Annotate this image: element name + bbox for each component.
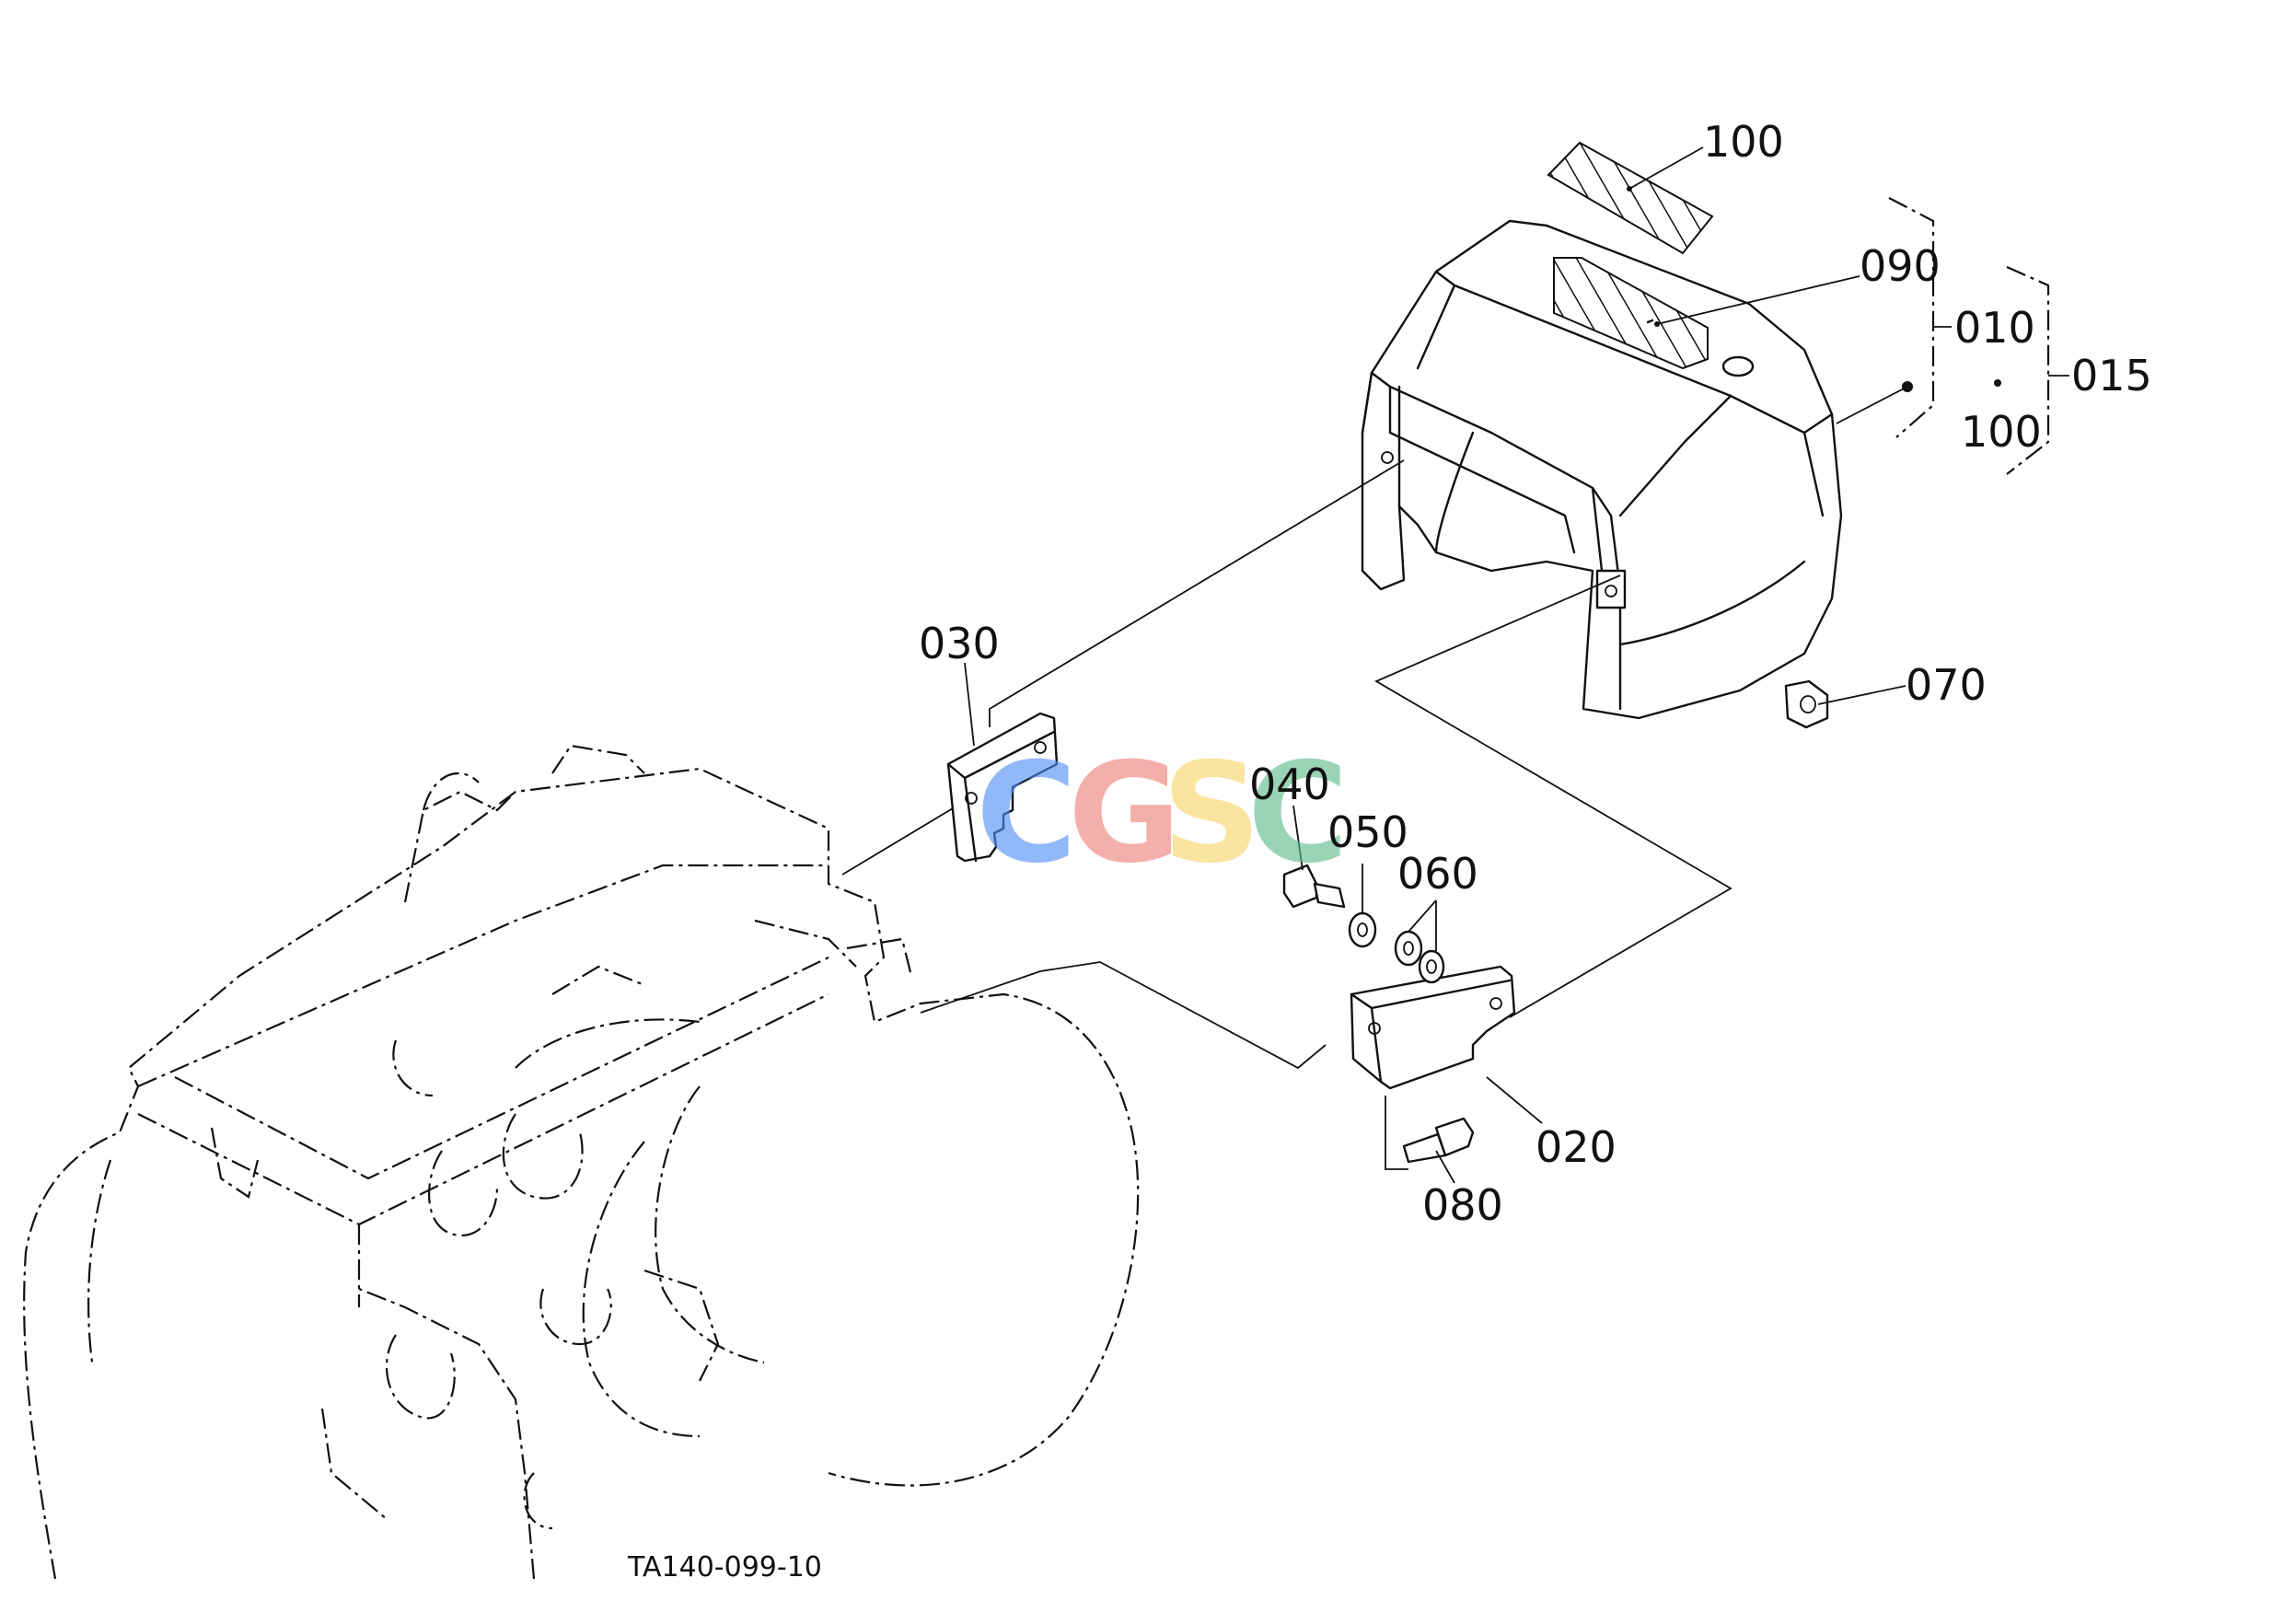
watermark-letter-2: G (1068, 734, 1181, 894)
mounting-guide-lines (841, 459, 1733, 1070)
callout-030: 030 (919, 619, 1000, 668)
callout-040: 040 (1249, 760, 1330, 809)
drawing-code: TA140-099-10 (627, 1551, 822, 1583)
bracket-030 (946, 712, 1059, 863)
engine-assembly (23, 744, 1140, 1580)
watermark: C G S C (976, 734, 1349, 894)
callout-070: 070 (1906, 660, 1987, 710)
watermark-letter-1: C (976, 734, 1077, 894)
washers (1348, 911, 1445, 984)
nut-070 (1784, 679, 1829, 729)
bolt-080 (1402, 1117, 1475, 1164)
callout-100-group: 100 (1961, 407, 2042, 457)
watermark-letter-4: C (1247, 734, 1349, 894)
leader-lines (964, 146, 2069, 1184)
callout-080: 080 (1422, 1180, 1503, 1230)
callout-100-top: 100 (1703, 117, 1784, 167)
bolt-040 (1282, 864, 1346, 909)
callout-015: 015 (2071, 351, 2152, 400)
callout-050: 050 (1327, 807, 1408, 857)
callout-020: 020 (1536, 1122, 1617, 1172)
label-sticker-100 (1547, 141, 1714, 255)
watermark-letter-3: S (1162, 734, 1261, 894)
callout-010: 010 (1954, 303, 2035, 353)
callout-060: 060 (1397, 849, 1478, 899)
callout-090: 090 (1860, 241, 1941, 291)
callout-labels: 100 090 010 100 015 030 040 050 060 070 … (627, 117, 2152, 1583)
engine-cover (1361, 219, 1843, 720)
label-sticker-090 (1553, 257, 1709, 370)
bracket-020 (1350, 965, 1516, 1170)
